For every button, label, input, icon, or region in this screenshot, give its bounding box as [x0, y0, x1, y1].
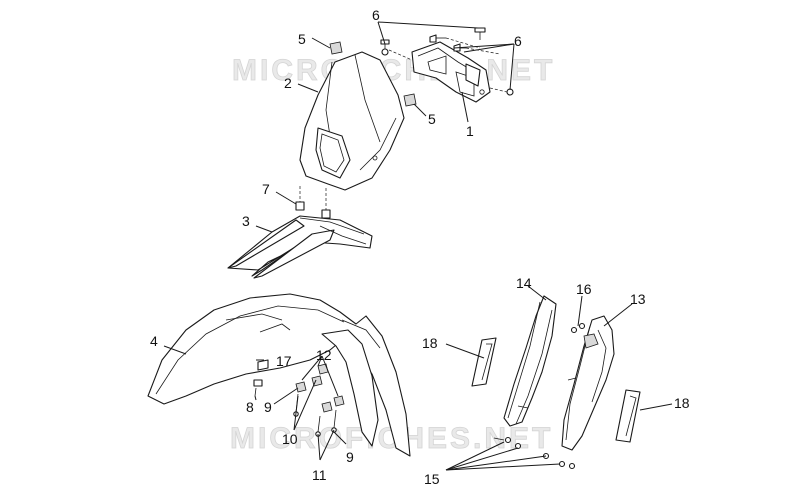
- upper-fender: [227, 215, 373, 279]
- callout-4: 4: [150, 333, 158, 349]
- callout-5-top: 5: [298, 31, 306, 47]
- fender-hardware: [253, 359, 345, 437]
- callout-12: 12: [316, 347, 332, 363]
- callout-17: 17: [276, 353, 292, 369]
- callout-labels: 1 2 3 4 5 5 6 6 7 8 9 9 10 11 12 13 14 1…: [150, 7, 690, 487]
- bolts-6: [380, 27, 514, 96]
- callout-15: 15: [424, 471, 440, 487]
- callout-18-right: 18: [674, 395, 690, 411]
- fork-guard-right: [561, 315, 615, 451]
- reflectors-18: [471, 337, 641, 443]
- callout-9-left: 9: [264, 399, 272, 415]
- callout-18-left: 18: [422, 335, 438, 351]
- callout-14: 14: [516, 275, 532, 291]
- clips-5: [329, 41, 417, 107]
- callout-3: 3: [242, 213, 250, 229]
- callout-13: 13: [630, 291, 646, 307]
- callout-6-left: 6: [372, 7, 380, 23]
- callout-8: 8: [246, 399, 254, 415]
- callout-10: 10: [282, 431, 298, 447]
- callout-1: 1: [466, 123, 474, 139]
- callout-11: 11: [312, 467, 327, 483]
- grommets-7: [295, 186, 331, 219]
- headlight-mask: [299, 51, 405, 191]
- headlight-bracket: [411, 41, 491, 103]
- fork-guard-left: [503, 295, 557, 427]
- callout-9-bottom: 9: [346, 449, 354, 465]
- watermark-top: MICROFICHES.NET: [232, 54, 555, 87]
- front-fender: [147, 293, 411, 457]
- fasteners-15-16: [493, 322, 586, 470]
- callout-16: 16: [576, 281, 592, 297]
- callout-5-bottom: 5: [428, 111, 436, 127]
- callout-2: 2: [284, 75, 292, 91]
- callout-7: 7: [262, 181, 270, 197]
- leader-lines: [163, 21, 673, 471]
- callout-6-right: 6: [514, 33, 522, 49]
